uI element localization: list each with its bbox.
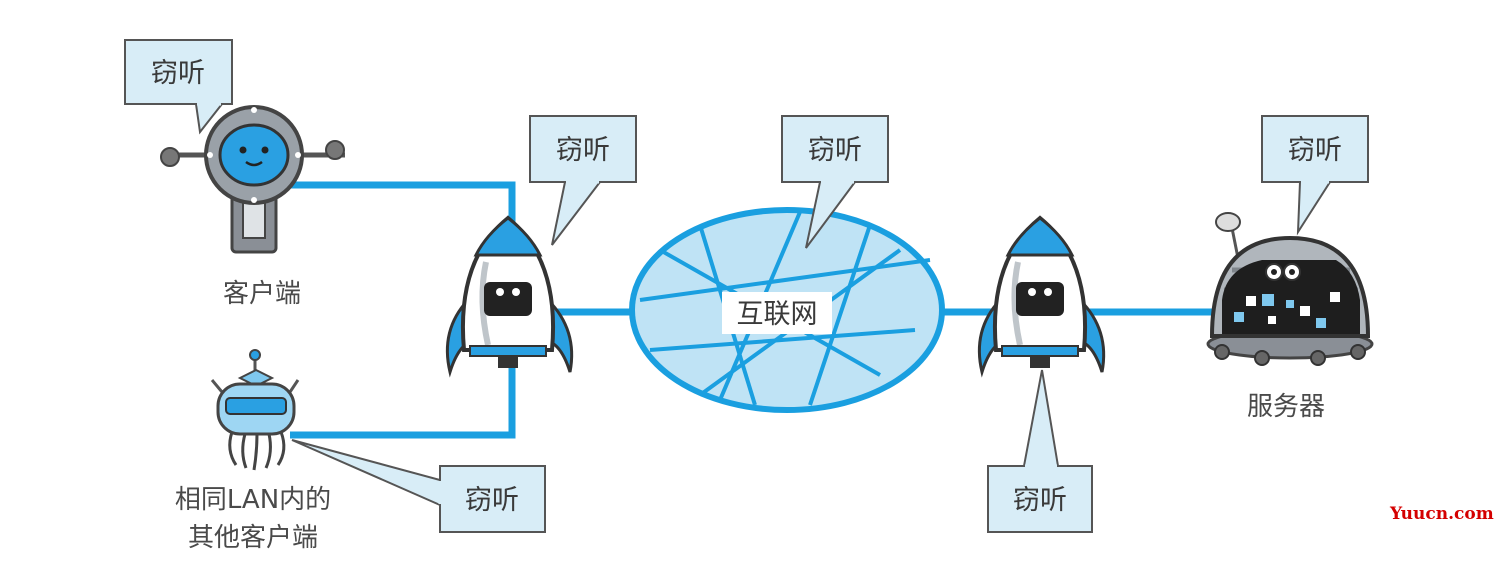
callout-router-right: 窃听 — [987, 369, 1093, 533]
callout-router-left: 窃听 — [529, 115, 637, 246]
callout-server-text: 窃听 — [1288, 135, 1342, 166]
lan-client-label-line2: 其他客户端 — [188, 523, 318, 553]
callout-router-left-text: 窃听 — [556, 135, 610, 166]
callout-server: 窃听 — [1261, 115, 1369, 236]
callout-lan-client: 窃听 — [291, 439, 546, 533]
router-left-rocket-icon — [445, 215, 574, 378]
lan-client-label-line1: 相同LAN内的 — [175, 485, 331, 515]
client-label: 客户端 — [223, 279, 301, 309]
callout-internet-text: 窃听 — [808, 135, 862, 166]
callout-internet: 窃听 — [781, 115, 889, 249]
server-dome-robot-icon — [1206, 212, 1374, 366]
lan-client-octopus-robot-icon — [210, 349, 300, 471]
watermark: Yuucn.com — [1390, 504, 1494, 524]
link-lan-client-to-router — [290, 340, 516, 439]
callout-client: 窃听 — [124, 39, 233, 135]
callout-client-text: 窃听 — [151, 58, 205, 89]
internet-label: 互联网 — [737, 299, 818, 330]
internet-cloud: 互联网 — [629, 207, 945, 413]
router-right-rocket-icon — [977, 215, 1106, 378]
callout-router-right-text: 窃听 — [1013, 485, 1067, 516]
client-robot-icon — [160, 105, 345, 254]
callout-lan-client-text: 窃听 — [465, 485, 519, 516]
server-label: 服务器 — [1247, 392, 1325, 422]
